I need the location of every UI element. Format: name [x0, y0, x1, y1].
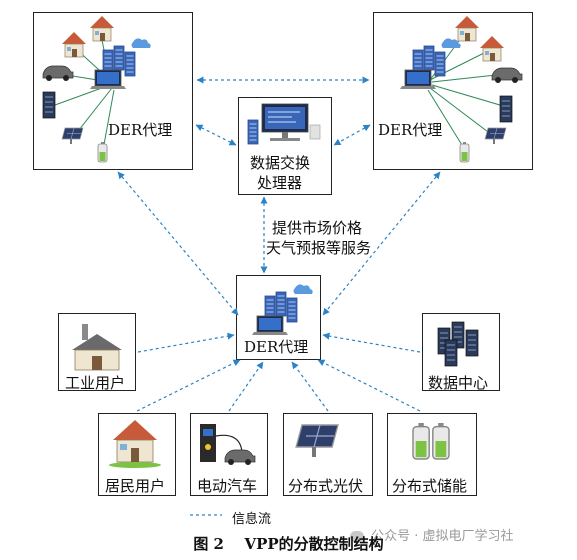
- flow-residential: [136, 359, 241, 412]
- ev-label: 电动汽车: [197, 477, 258, 495]
- service-label-1: 提供市场价格: [272, 219, 363, 237]
- exchange-processor-label-1: 数据交换: [250, 154, 311, 172]
- wechat-icon: [350, 531, 364, 542]
- exchange-processor-label-2: 处理器: [257, 174, 303, 192]
- datacenter-rack-icon: [499, 95, 513, 123]
- flow-pv: [291, 361, 329, 412]
- factory-icon: [479, 35, 505, 62]
- der-agent-center-icon: [252, 284, 313, 335]
- residential-user-icon: [109, 420, 161, 468]
- pv-label: 分布式光伏: [288, 477, 364, 495]
- watermark-text: 公众号 · 虚拟电厂学习社: [371, 529, 514, 544]
- industrial-user-icon: [72, 324, 122, 371]
- der-agent-left-label: DER代理: [108, 121, 173, 139]
- residential-user-label: 居民用户: [105, 477, 166, 495]
- battery-icon: [97, 141, 108, 163]
- der-right-network: [400, 15, 523, 163]
- flow-ev: [228, 361, 264, 412]
- flow-storage: [317, 359, 421, 412]
- figure-caption: 图 2 VPP的分散控制结构: [0, 533, 577, 554]
- flow-datacenter: [322, 332, 421, 353]
- datacenter-rack-icon: [42, 91, 56, 119]
- service-label-2: 天气预报等服务: [266, 239, 372, 257]
- storage-icon: [412, 422, 450, 460]
- der-agent-center-label: DER代理: [244, 338, 309, 356]
- storage-box: [387, 413, 477, 496]
- house-icon: [89, 15, 115, 42]
- factory-icon: [61, 31, 87, 58]
- industrial-user-label: 工业用户: [65, 374, 126, 392]
- flow-der-left-exchange: [195, 124, 237, 146]
- battery-icon: [459, 141, 470, 163]
- der-agent-left-icon: [90, 38, 151, 89]
- information-flows: [117, 76, 441, 516]
- flow-der-right-der-center: [322, 171, 441, 316]
- solar-panel-icon: [61, 127, 84, 145]
- pv-icon: [295, 424, 339, 458]
- house-icon: [454, 15, 480, 42]
- caption-title: VPP的分散控制结构: [244, 535, 384, 553]
- watermark: 公众号 · 虚拟电厂学习社: [350, 525, 514, 544]
- car-icon: [42, 65, 74, 82]
- datacenter-label: 数据中心: [428, 374, 489, 392]
- solar-panel-icon: [484, 127, 507, 145]
- der-left-network: [42, 15, 151, 163]
- pv-box: [283, 413, 373, 496]
- der-agent-left-box: [33, 12, 193, 170]
- ev-charger-icon: [200, 424, 256, 466]
- datacenter-icon: [437, 321, 479, 367]
- flow-der-right-exchange: [333, 124, 371, 146]
- flow-industrial: [137, 332, 235, 353]
- caption-number: 图 2: [193, 535, 224, 553]
- exchange-processor-icon: [247, 103, 321, 145]
- flow-der-left-der-center: [117, 171, 239, 316]
- car-icon: [491, 67, 523, 84]
- legend-label: 信息流: [232, 512, 272, 527]
- storage-label: 分布式储能: [392, 477, 468, 495]
- der-agent-right-icon: [400, 38, 461, 89]
- der-agent-right-label: DER代理: [378, 121, 443, 139]
